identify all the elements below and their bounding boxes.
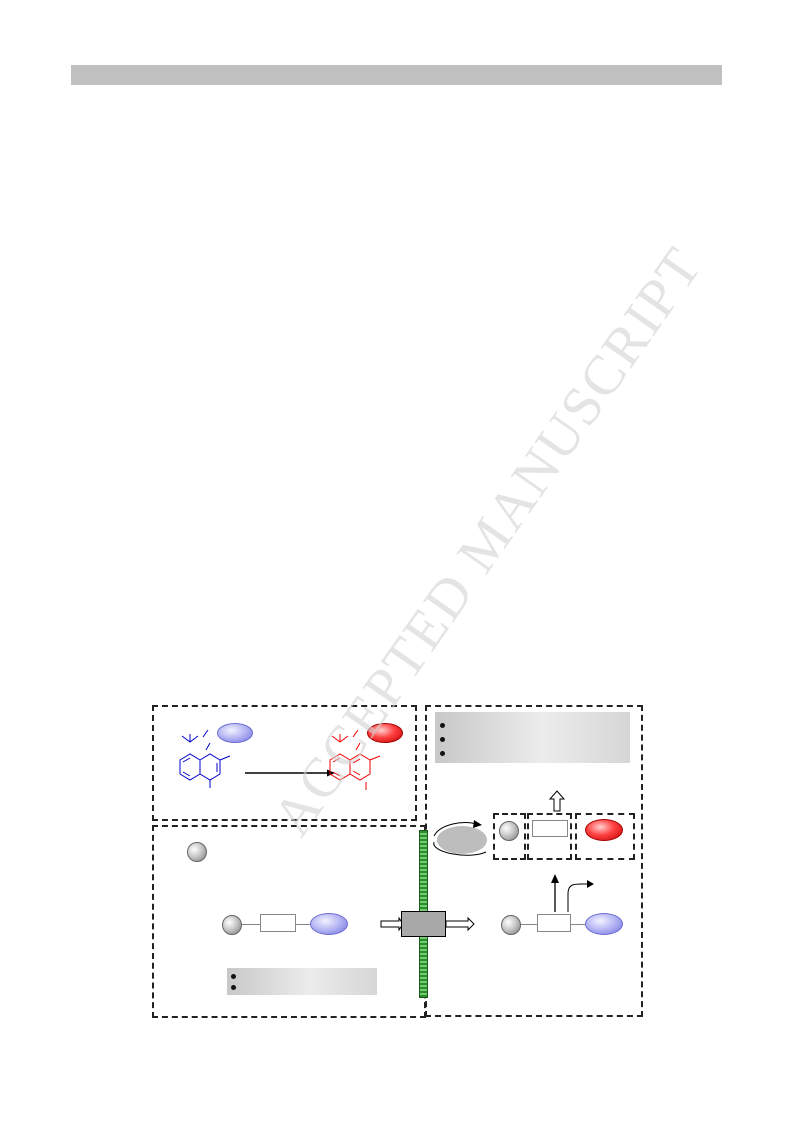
bullet [440, 723, 445, 728]
linker [242, 924, 260, 925]
bullet [440, 751, 445, 756]
linker [521, 924, 537, 925]
linker-box [532, 820, 568, 837]
header-bar [71, 65, 722, 85]
linker [571, 924, 585, 925]
notes-box-top [435, 712, 630, 763]
sphere [499, 821, 519, 841]
sphere [501, 915, 521, 935]
reduced-probe-oval [585, 913, 623, 935]
bullet [231, 985, 236, 990]
notes-box-bottom [227, 968, 377, 995]
transport-arrow-in [380, 916, 404, 932]
oxidized-probe-oval [585, 819, 623, 841]
oxidized-probe-oval [367, 723, 403, 743]
reduced-molecule [179, 729, 231, 788]
conversion-arrow [245, 769, 335, 777]
sphere-legend [187, 842, 207, 862]
activation-arrows [551, 874, 594, 912]
panel-reaction [152, 705, 417, 821]
bullet [440, 737, 445, 742]
subbox-linker [527, 813, 572, 860]
linker-box [260, 914, 296, 932]
subbox-sphere [493, 813, 526, 860]
release-arrow-up [548, 790, 566, 812]
bullet [231, 974, 236, 979]
reduced-probe-oval [310, 913, 348, 935]
reduced-probe-oval [217, 723, 253, 743]
transporter [401, 911, 446, 937]
cycle-ellipse [433, 820, 487, 856]
sphere [222, 915, 242, 935]
oxidized-molecule [329, 729, 381, 790]
transport-arrow-out [445, 916, 475, 932]
linker [296, 924, 310, 925]
linker-box [537, 914, 571, 932]
subbox-probe [575, 813, 635, 860]
